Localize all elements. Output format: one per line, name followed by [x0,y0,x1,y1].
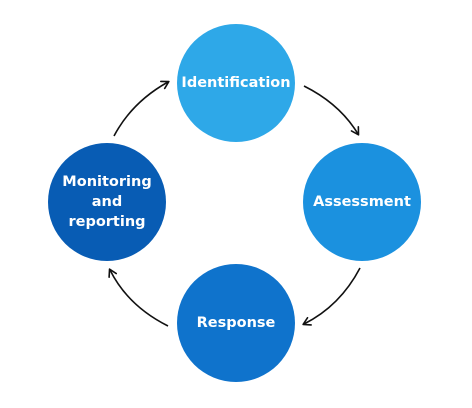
node-assessment-label: Assessment [313,194,411,210]
node-monitoring-and-reporting: Monitoring and reporting [48,143,166,261]
node-identification-label: Identification [181,75,291,91]
arrow-identification-to-assessment [303,85,360,136]
arrow-response-to-monitoring [108,268,169,327]
node-monitoring-label: Monitoring and reporting [62,174,152,230]
node-response-label: Response [196,315,276,331]
node-response: Response [177,264,295,382]
arrow-monitoring-to-identification [113,80,170,137]
node-assessment: Assessment [303,143,421,261]
node-identification: Identification [177,24,295,142]
arrow-assessment-to-response [302,267,361,326]
